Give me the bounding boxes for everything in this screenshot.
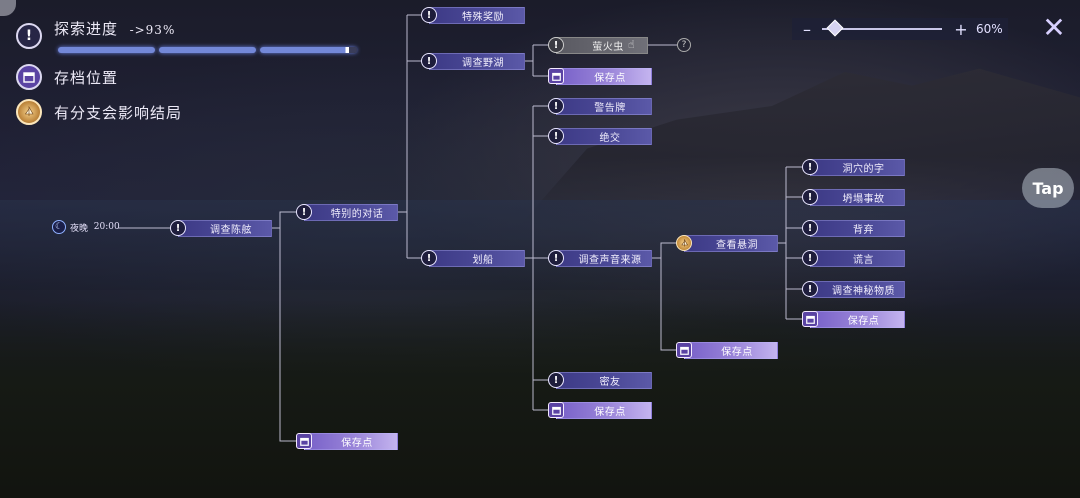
node-label: 调查陈舷 bbox=[178, 219, 272, 237]
exclaim-icon: ! bbox=[421, 53, 437, 69]
node-investigate-lake[interactable]: ! 调查野湖 bbox=[421, 52, 525, 70]
node-label: 特别的对话 bbox=[304, 203, 398, 221]
corner-tab[interactable] bbox=[0, 0, 16, 16]
hud-progress: ! 探索进度 ->93% bbox=[16, 20, 175, 49]
exclaim-icon: ! bbox=[548, 372, 564, 388]
save-icon bbox=[676, 342, 692, 358]
node-warning-sign[interactable]: ! 警告牌 bbox=[548, 97, 652, 115]
exclaim-icon: ! bbox=[548, 98, 564, 114]
node-special-reward[interactable]: ! 特殊奖励 bbox=[421, 6, 525, 24]
node-label: 保存点 bbox=[810, 310, 905, 328]
node-cave-words[interactable]: ! 洞穴的字 bbox=[802, 158, 905, 176]
node-label: 警告牌 bbox=[556, 97, 652, 115]
node-label: 查看悬洞 bbox=[684, 234, 778, 252]
node-label: 谎言 bbox=[810, 249, 905, 267]
exclaim-icon: ! bbox=[421, 7, 437, 23]
hand-pointer-icon: ☝ bbox=[628, 38, 635, 51]
node-special-talk[interactable]: ! 特别的对话 bbox=[296, 203, 398, 221]
branch-legend-label: 有分支会影响结局 bbox=[54, 103, 183, 122]
progress-segment bbox=[260, 47, 357, 53]
node-firefly[interactable]: ! 萤火虫 bbox=[548, 36, 648, 54]
time-node: ☾ 夜晚 20:00 bbox=[52, 220, 120, 234]
sail-icon bbox=[16, 99, 42, 125]
exclaim-icon: ! bbox=[16, 23, 42, 49]
progress-value: ->93% bbox=[129, 22, 176, 37]
node-close-friend[interactable]: ! 密友 bbox=[548, 371, 652, 389]
close-icon[interactable]: ✕ bbox=[1042, 11, 1066, 44]
zoom-value: 60% bbox=[976, 22, 1003, 36]
node-label: 保存点 bbox=[684, 341, 778, 359]
node-label: 保存点 bbox=[556, 67, 652, 85]
node-label: 调查野湖 bbox=[429, 52, 525, 70]
exclaim-icon: ! bbox=[802, 281, 818, 297]
sail-icon bbox=[676, 235, 692, 251]
node-label: 坍塌事故 bbox=[810, 188, 905, 206]
exclaim-icon: ! bbox=[802, 189, 818, 205]
time-clock: 20:00 bbox=[93, 222, 120, 232]
node-save-point[interactable]: 保存点 bbox=[676, 341, 778, 359]
node-betray[interactable]: ! 背弃 bbox=[802, 219, 905, 237]
moon-icon: ☾ bbox=[52, 220, 66, 234]
time-label: 夜晚 bbox=[70, 223, 89, 234]
node-label: 划船 bbox=[429, 249, 525, 267]
node-investigate-sound[interactable]: ! 调查声音来源 bbox=[548, 249, 652, 267]
exclaim-icon: ! bbox=[296, 204, 312, 220]
zoom-slider-thumb[interactable] bbox=[826, 19, 844, 37]
node-save-point[interactable]: 保存点 bbox=[548, 401, 652, 419]
progress-label: 探索进度 ->93% bbox=[54, 19, 176, 38]
node-label: 绝交 bbox=[556, 127, 652, 145]
node-save-point[interactable]: 保存点 bbox=[296, 432, 398, 450]
zoom-in-button[interactable]: + bbox=[954, 19, 968, 39]
node-label: 萤火虫 bbox=[556, 36, 648, 54]
hud-save-legend: 存档位置 bbox=[16, 64, 118, 90]
node-rowing[interactable]: ! 划船 bbox=[421, 249, 525, 267]
node-break-up[interactable]: ! 绝交 bbox=[548, 127, 652, 145]
node-label: 洞穴的字 bbox=[810, 158, 905, 176]
save-icon bbox=[296, 433, 312, 449]
exclaim-icon: ! bbox=[548, 128, 564, 144]
node-collapse-accident[interactable]: ! 坍塌事故 bbox=[802, 188, 905, 206]
node-mystery-substance[interactable]: ! 调查神秘物质 bbox=[802, 280, 905, 298]
save-icon bbox=[548, 68, 564, 84]
node-label: 调查神秘物质 bbox=[810, 280, 905, 298]
hud-branch-legend: 有分支会影响结局 bbox=[16, 99, 182, 125]
zoom-slider[interactable] bbox=[822, 19, 942, 37]
exclaim-icon: ! bbox=[802, 250, 818, 266]
node-save-point[interactable]: 保存点 bbox=[548, 67, 652, 85]
save-icon bbox=[548, 402, 564, 418]
save-icon bbox=[802, 311, 818, 327]
node-save-point[interactable]: 保存点 bbox=[802, 310, 905, 328]
progress-segment bbox=[159, 47, 256, 53]
progress-segment bbox=[58, 47, 155, 53]
node-lie[interactable]: ! 谎言 bbox=[802, 249, 905, 267]
node-label: 背弃 bbox=[810, 219, 905, 237]
zoom-control: – + 60% bbox=[792, 18, 1008, 40]
exclaim-icon: ! bbox=[170, 220, 186, 236]
exclaim-icon: ! bbox=[802, 220, 818, 236]
node-investigate-boat[interactable]: ! 调查陈舷 bbox=[170, 219, 272, 237]
exclaim-icon: ! bbox=[802, 159, 818, 175]
save-legend-label: 存档位置 bbox=[54, 68, 119, 87]
node-label: 密友 bbox=[556, 371, 652, 389]
zoom-out-button[interactable]: – bbox=[803, 19, 811, 39]
node-label: 保存点 bbox=[556, 401, 652, 419]
tap-button[interactable]: Tap bbox=[1022, 168, 1074, 208]
exclaim-icon: ! bbox=[548, 37, 564, 53]
question-icon[interactable]: ? bbox=[677, 38, 691, 52]
node-label: 调查声音来源 bbox=[556, 249, 652, 267]
exclaim-icon: ! bbox=[421, 250, 437, 266]
node-check-cave[interactable]: 查看悬洞 bbox=[676, 234, 778, 252]
save-icon bbox=[16, 64, 42, 90]
exclaim-icon: ! bbox=[548, 250, 564, 266]
node-label: 特殊奖励 bbox=[429, 6, 525, 24]
node-label: 保存点 bbox=[304, 432, 398, 450]
progress-bar bbox=[58, 47, 357, 53]
